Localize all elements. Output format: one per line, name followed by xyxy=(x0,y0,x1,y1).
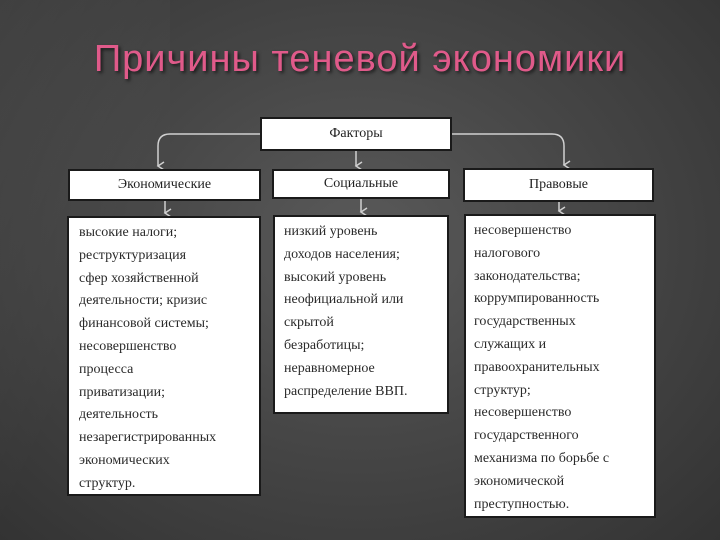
category-legal-content: несовершенство налогового законодательст… xyxy=(464,214,656,518)
arrow-to-economic xyxy=(156,133,260,171)
category-economic-content: высокие налоги; реструктуризация сфер хо… xyxy=(67,216,261,496)
slide-title: Причины теневой экономики xyxy=(93,38,627,80)
root-factors-box: Факторы xyxy=(260,117,452,151)
category-legal-header: Правовые xyxy=(463,168,654,202)
category-social-header: Социальные xyxy=(272,169,450,199)
arrow-to-legal xyxy=(452,133,571,170)
category-social-content: низкий уровень доходов населения; высоки… xyxy=(273,215,449,414)
category-economic-header: Экономические xyxy=(68,169,261,201)
